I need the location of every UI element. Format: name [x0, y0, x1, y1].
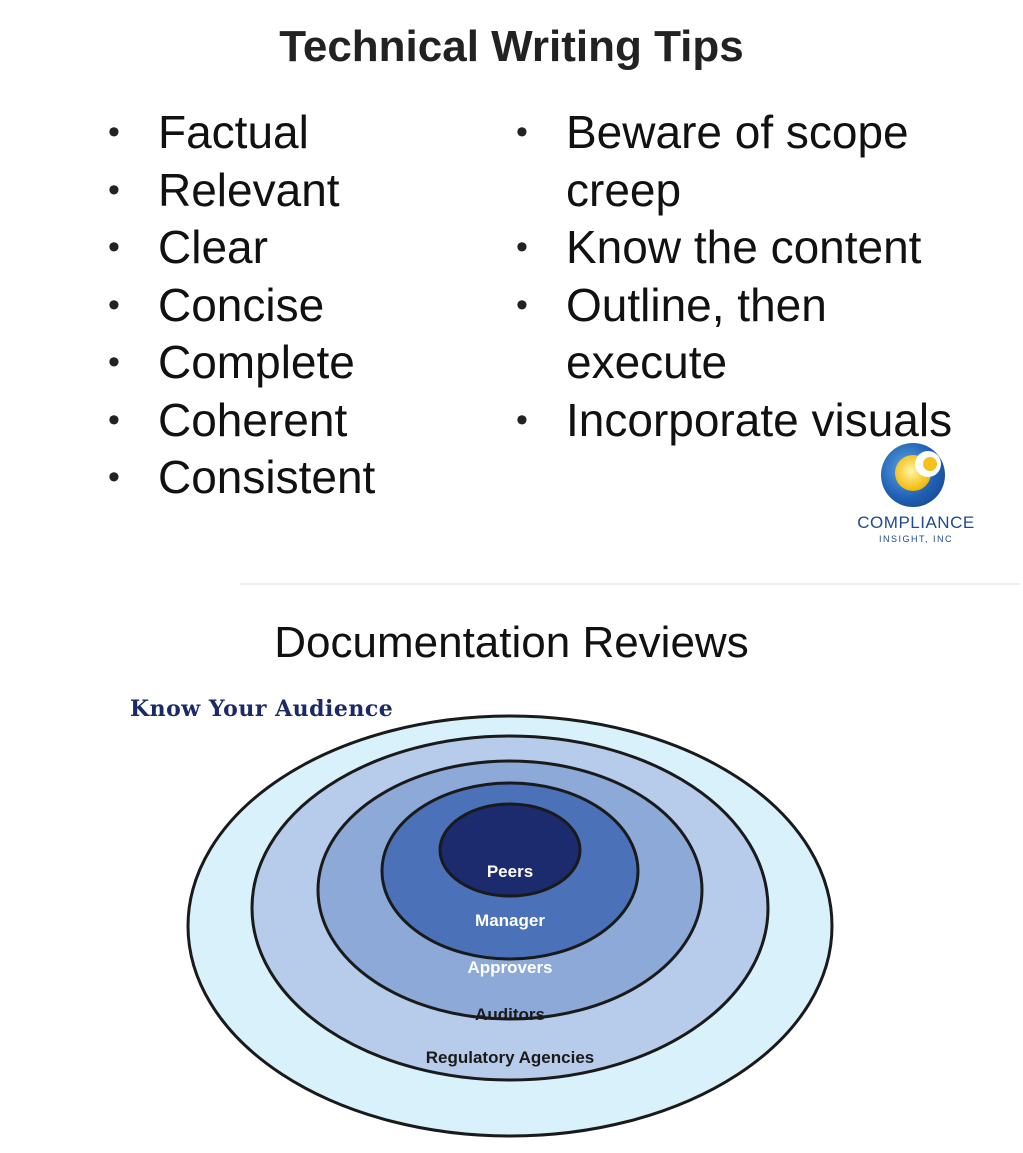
logo-subtitle: INSIGHT, INC — [878, 534, 953, 544]
ring-label-approvers: Approvers — [467, 958, 552, 977]
left-bullet-item: Concise — [108, 277, 468, 335]
slide-documentation-reviews: Documentation Reviews Know Your Audience… — [0, 588, 1023, 1153]
slide-divider — [240, 583, 1020, 585]
left-bullet-item: Consistent — [108, 449, 468, 507]
left-bullet-item: Coherent — [108, 392, 468, 450]
left-bullet-list: FactualRelevantClearConciseCompleteCoher… — [108, 104, 468, 507]
left-bullet-item: Factual — [108, 104, 468, 162]
audience-rings-diagram: Regulatory Agencies Auditors Approvers Mana… — [186, 714, 834, 1138]
right-bullet-item: Outline, then execute — [516, 277, 956, 392]
logo-emblem-icon — [881, 443, 945, 507]
right-bullet-item: Know the content — [516, 219, 956, 277]
ring-peers — [438, 802, 582, 898]
right-bullet-item: Beware of scope creep — [516, 104, 956, 219]
slide-title: Technical Writing Tips — [279, 22, 744, 71]
left-bullet-item: Complete — [108, 334, 468, 392]
ring-label-regulatory-agencies: Regulatory Agencies — [426, 1048, 594, 1067]
left-bullet-item: Clear — [108, 219, 468, 277]
diagram-heading: Know Your Audience — [130, 696, 394, 722]
logo-name: COMPLIANCE — [857, 513, 975, 532]
slide-title: Documentation Reviews — [274, 618, 749, 667]
ring-label-auditors: Auditors — [475, 1005, 545, 1024]
left-bullet-item: Relevant — [108, 162, 468, 220]
slide-technical-writing-tips: Technical Writing Tips FactualRelevantCl… — [0, 0, 1023, 580]
company-logo: COMPLIANCE INSIGHT, INC — [836, 440, 996, 550]
ring-label-manager: Manager — [475, 911, 545, 930]
ring-label-peers: Peers — [487, 862, 533, 881]
right-bullet-list: Beware of scope creepKnow the contentOut… — [516, 104, 956, 449]
right-bullet-item: Incorporate visuals — [516, 392, 956, 450]
